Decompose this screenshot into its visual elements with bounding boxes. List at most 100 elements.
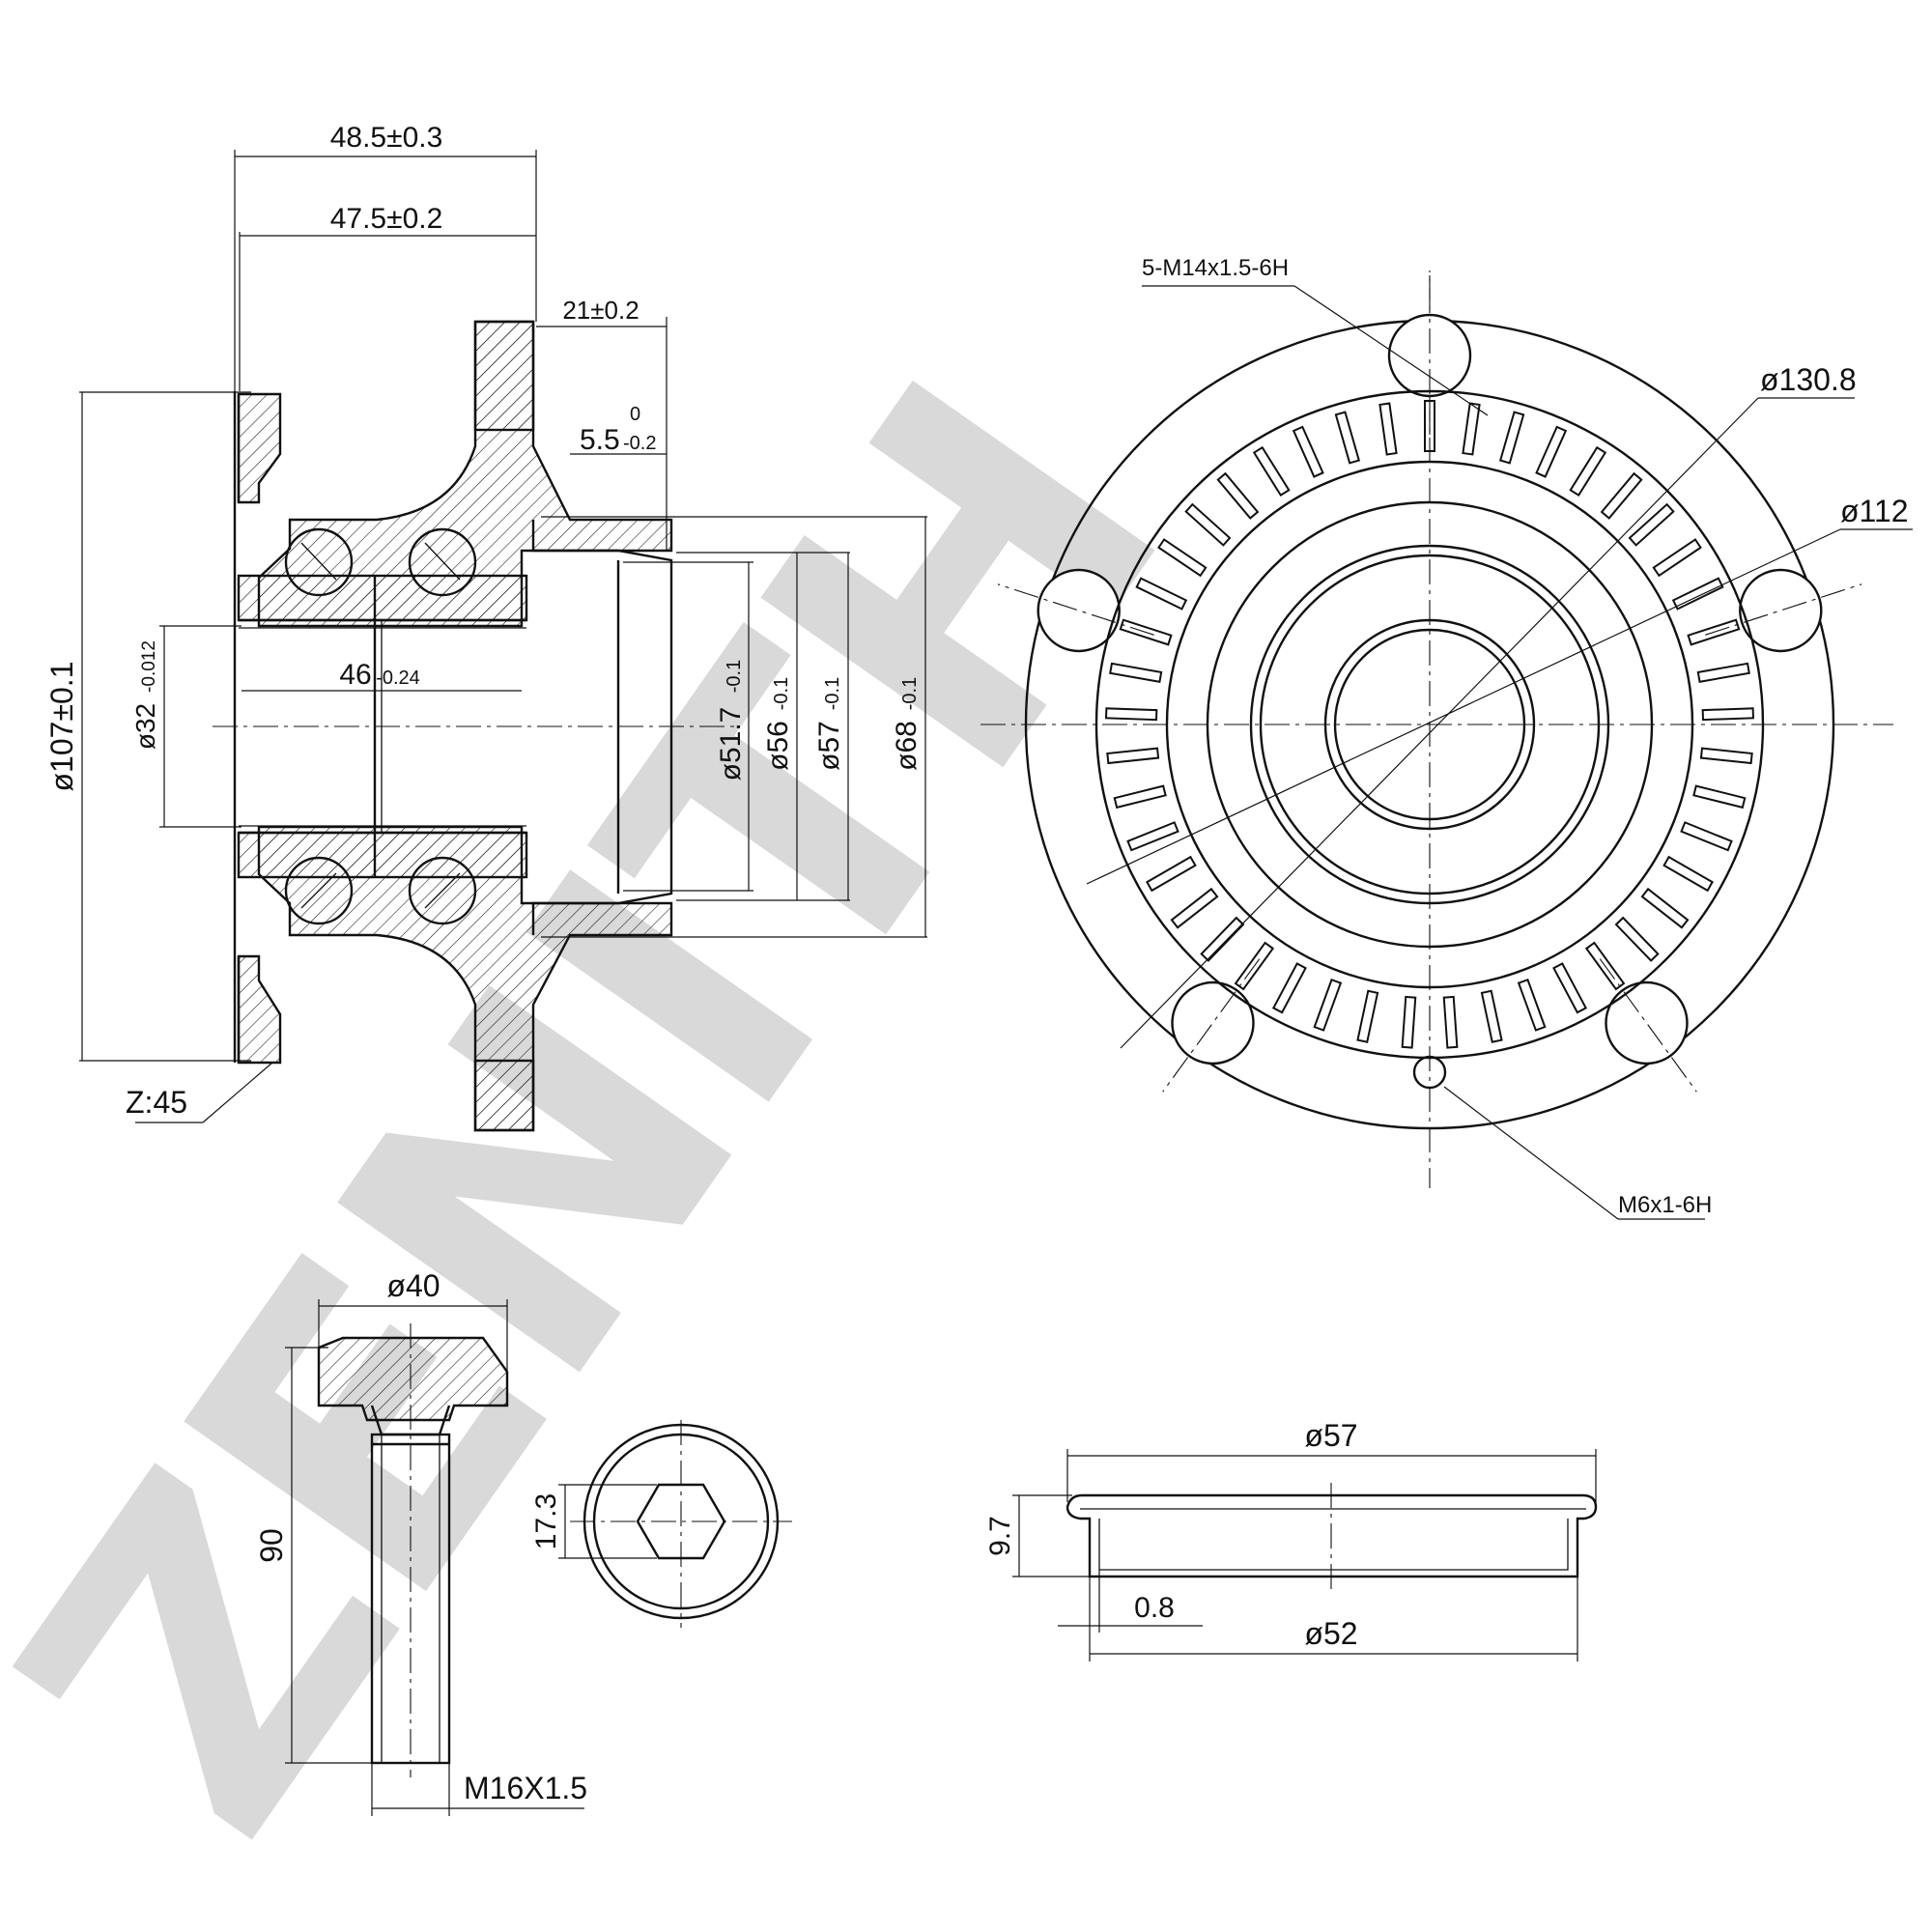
hub-front-view: 5-M14x1.5-6H ø130.8 ø112 M6x1-6H	[980, 255, 1913, 1220]
bolt-hole-centerline	[1705, 583, 1862, 636]
tone-ring-tooth	[1628, 502, 1675, 547]
dim-32-base: ø32	[130, 703, 160, 750]
tone-ring-tooth	[1535, 425, 1568, 478]
thread-main-leader	[1293, 285, 1489, 416]
bolt-head	[317, 1336, 509, 1422]
tone-ring-tooth	[1119, 618, 1173, 646]
hex-label: 17.3	[530, 1493, 562, 1549]
d112-leader	[1086, 528, 1841, 885]
dim-68-tol: -0.1	[899, 677, 921, 710]
bolt-hole	[1387, 313, 1472, 398]
tone-ring-tooth	[1442, 995, 1459, 1049]
abs-ring-lower	[237, 954, 282, 1065]
ball-3	[284, 856, 354, 925]
bearing-balls	[284, 527, 477, 925]
tone-ring-tooth	[1600, 471, 1643, 520]
tone-ring-tooth	[1216, 471, 1260, 520]
cap-profile	[1065, 1493, 1598, 1578]
dim-47-5: 47.5±0.2	[330, 203, 443, 235]
dim-56-tol: -0.1	[771, 677, 792, 710]
tone-ring-tooth	[1498, 411, 1525, 465]
abs-ring-upper	[237, 392, 282, 504]
flange-upper	[473, 320, 535, 432]
thread-label: M16X1.5	[464, 1771, 587, 1805]
bolt-hole	[1605, 980, 1689, 1065]
tone-ring-tooth	[1135, 577, 1188, 611]
dim-48-5: 48.5±0.3	[330, 122, 443, 154]
tone-ring-tooth	[1480, 989, 1503, 1043]
tone-ring-teeth	[1104, 400, 1755, 1049]
tone-ring-tooth	[1696, 662, 1750, 683]
inner-ring-upper	[237, 574, 528, 622]
tone-ring-tooth	[1699, 747, 1753, 765]
tone-ring-tooth	[1680, 821, 1733, 852]
thread-small-label: M6x1-6H	[1618, 1192, 1712, 1218]
cap-d52-label: ø52	[1304, 1616, 1357, 1651]
thread-small-leader	[1443, 1086, 1619, 1220]
hub-ring-1	[1206, 500, 1654, 949]
d112-label: ø112	[1840, 494, 1909, 528]
dim-68-base: ø68	[891, 721, 923, 771]
tone-ring-tooth	[1671, 577, 1724, 611]
tone-ring-tooth	[1234, 941, 1275, 991]
tone-ring-inner	[1165, 460, 1694, 989]
ball-2-mark	[424, 542, 461, 581]
tone-ring-tooth	[1113, 784, 1167, 810]
bolt-hole	[1171, 980, 1255, 1065]
spigot-outline	[531, 520, 673, 935]
dim-21: 21±0.2	[562, 296, 639, 325]
wheel-bolt-view: ø40 90 M16X1.5 17.3	[254, 1268, 792, 1816]
bolt-hole-centerline	[997, 583, 1154, 636]
tone-ring-tooth	[1200, 916, 1245, 962]
ball-4-mark	[424, 872, 461, 909]
tone-ring-tooth	[1356, 989, 1379, 1043]
tone-ring-tooth	[1552, 962, 1588, 1014]
ball-4	[408, 856, 477, 925]
dust-cap-view: ø57 9.7 0.8 ø52	[984, 1418, 1598, 1662]
bolt-hole	[1037, 568, 1121, 653]
z45-leader	[202, 1062, 273, 1123]
dim-107: ø107±0.1	[44, 662, 79, 792]
cap-inner	[1098, 1519, 1569, 1571]
tone-ring-tooth	[1170, 887, 1219, 929]
ball-1	[284, 527, 354, 597]
tone-ring-tooth	[1401, 995, 1417, 1049]
tone-ring-tooth	[1569, 445, 1607, 497]
flange-lower	[473, 1059, 535, 1132]
dim-5-5-lower: -0.2	[623, 433, 656, 454]
tone-ring-tooth	[1662, 855, 1714, 893]
bolt-hole-centerline	[1599, 958, 1697, 1093]
tone-ring-tooth	[1184, 502, 1232, 547]
tone-ring-tooth	[1614, 916, 1660, 962]
d40-label: ø40	[386, 1268, 440, 1303]
dim-57-tol: -0.1	[822, 677, 843, 710]
dim-51-7-tol: -0.1	[724, 660, 745, 693]
dim-5-5-base: 5.5	[580, 424, 620, 456]
tone-ring-tooth	[1687, 618, 1741, 646]
ball-1-mark	[300, 542, 337, 581]
hub-section-view: 48.5±0.3 47.5±0.2 21±0.2 5.5 0 -0.2 ø107…	[44, 122, 927, 1132]
z45-label: Z:45	[126, 1085, 187, 1120]
cap-t08-label: 0.8	[1134, 1592, 1175, 1624]
small-threaded-hole	[1412, 1055, 1447, 1090]
tone-ring-tooth	[1378, 402, 1398, 456]
tone-ring-tooth	[1334, 411, 1361, 465]
thread-main-label: 5-M14x1.5-6H	[1142, 255, 1289, 281]
d130-label: ø130.8	[1760, 362, 1857, 397]
tone-ring-tooth	[1692, 784, 1747, 810]
tone-ring-tooth	[1271, 962, 1307, 1014]
bolt-holes	[997, 270, 1862, 1093]
tone-ring-tooth	[1252, 445, 1291, 497]
dim-57-base: ø57	[813, 721, 845, 771]
inner-ring-lower	[237, 831, 528, 879]
cap-h97-label: 9.7	[984, 1516, 1016, 1556]
tone-ring-tooth	[1109, 662, 1163, 683]
dim-46-base: 46	[339, 659, 371, 691]
section-dimensions: 48.5±0.3 47.5±0.2 21±0.2 5.5 0 -0.2 ø107…	[44, 122, 927, 1123]
hub-body-lower	[257, 825, 673, 1132]
dim-51-7-base: ø51.7	[715, 707, 747, 781]
hub-ring-2	[1249, 544, 1610, 905]
tone-ring-tooth	[1292, 425, 1324, 478]
